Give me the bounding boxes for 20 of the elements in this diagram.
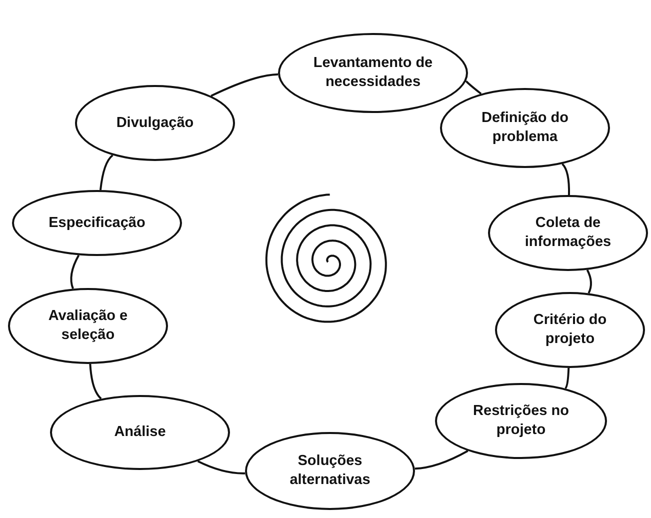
step-label: Análise (114, 423, 166, 442)
step-label: Especificação (48, 214, 146, 232)
step-label: Soluções alternativas (288, 452, 372, 490)
connector-line (564, 368, 570, 390)
step-label: Coleta de informações (524, 214, 612, 252)
connector-line (100, 154, 114, 190)
step-label: Avaliação e seleção (47, 307, 129, 345)
step-label: Divulgação (116, 114, 194, 132)
connector-line (210, 73, 278, 97)
step-label: Critério do projeto (532, 311, 608, 349)
connector-line (586, 269, 592, 294)
step-label: Restrições no projeto (472, 402, 570, 440)
connector-line (70, 254, 80, 289)
connector-line (89, 364, 102, 400)
step-label: Levantamento de necessidades (312, 54, 434, 92)
connector-line (562, 163, 570, 196)
connector-line (414, 450, 468, 470)
connector-line (197, 460, 246, 474)
connector-line (465, 80, 482, 95)
step-label: Definição do problema (480, 109, 570, 147)
